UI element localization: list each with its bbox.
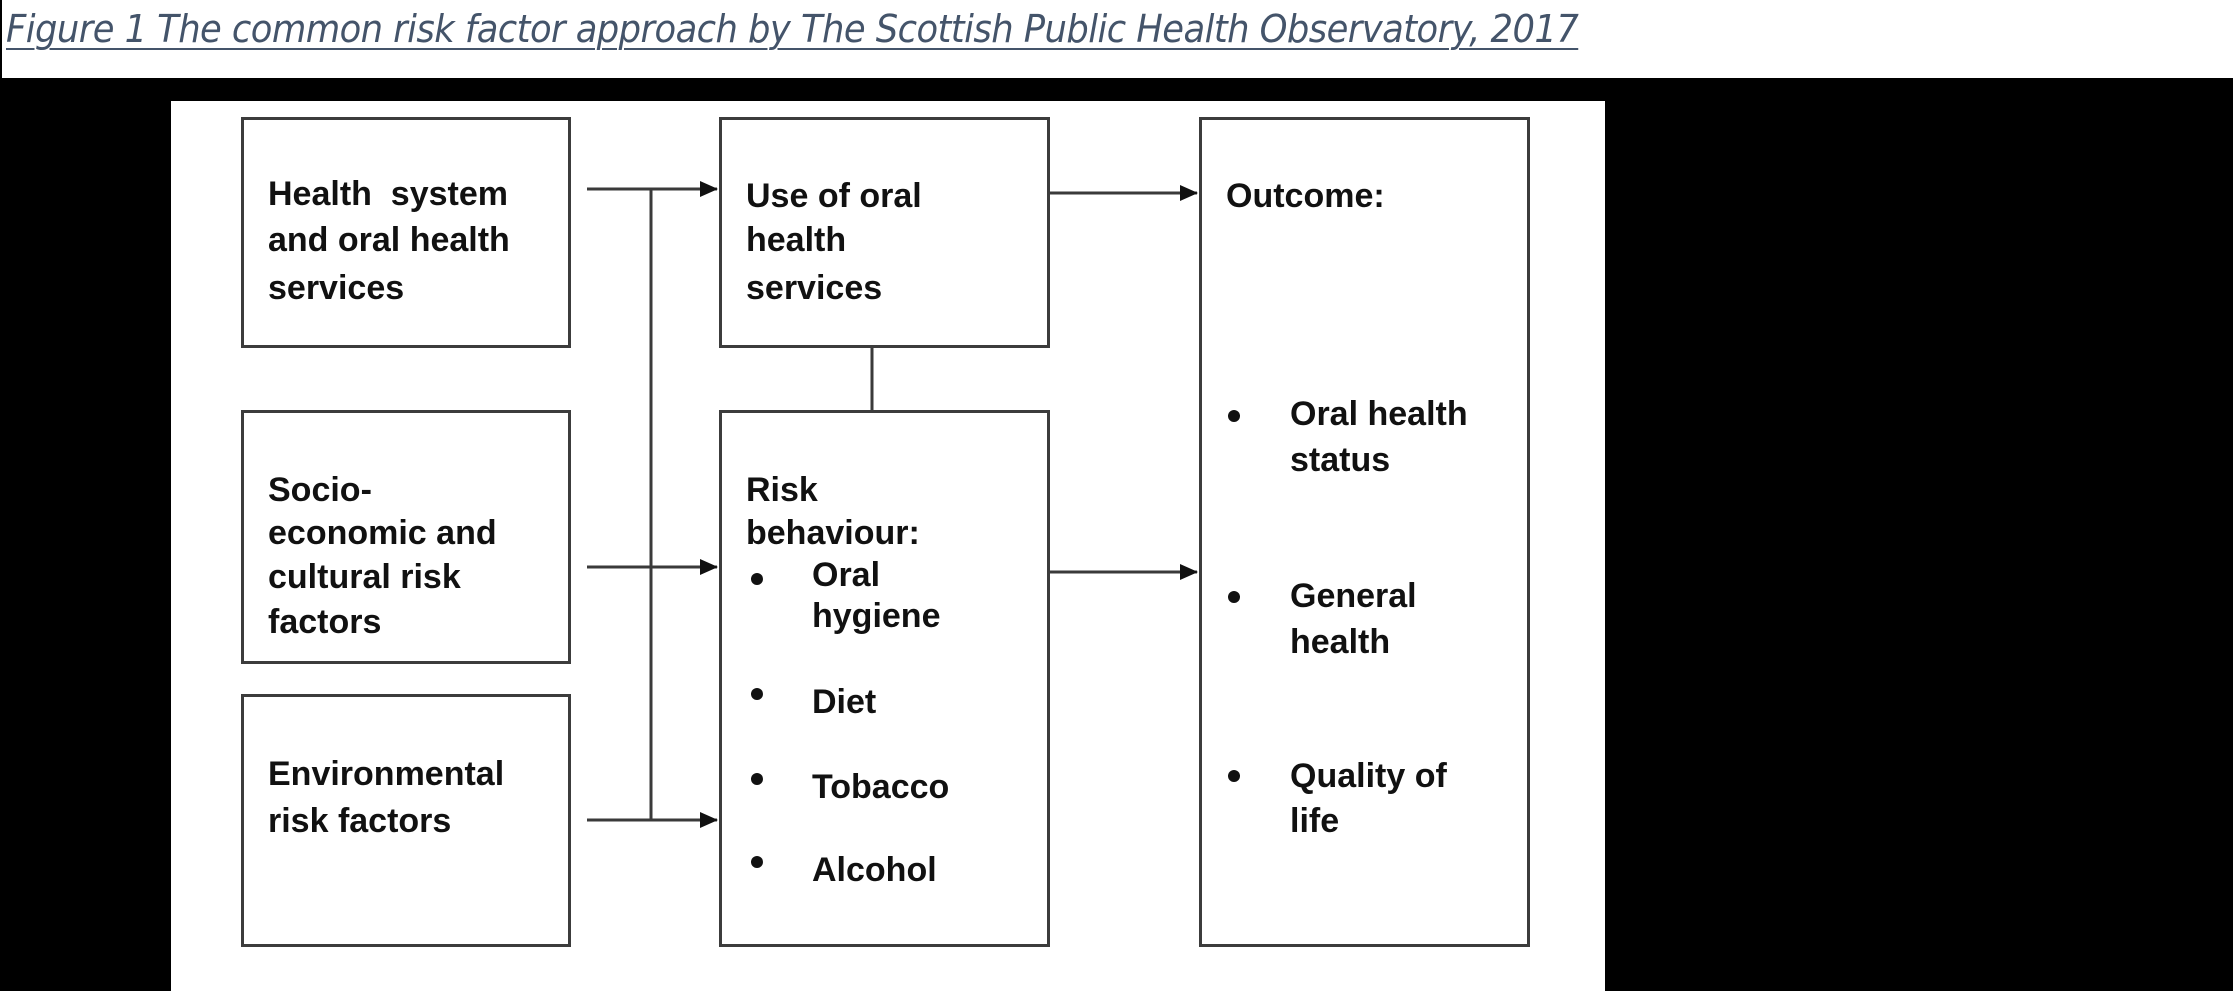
figure-caption: Figure 1 The common risk factor approach… [6, 7, 1579, 51]
health-system-line-1: Health system [268, 175, 508, 213]
bullet-icon [751, 856, 763, 868]
bullet-icon [1228, 770, 1240, 782]
use-line-3: services [746, 269, 883, 307]
risk-item-tobacco: Tobacco [812, 768, 950, 806]
caption-bar: Figure 1 The common risk factor approach… [0, 0, 2233, 78]
outcome-title: Outcome: [1226, 177, 1385, 215]
bullet-icon [751, 773, 763, 785]
socio-line-1: Socio- [268, 471, 372, 509]
box-risk-behaviour [719, 410, 1050, 947]
use-line-1: Use of oral [746, 177, 922, 215]
outcome-item-general-1: General [1290, 577, 1417, 615]
risk-item-oral-hygiene-2: hygiene [812, 597, 941, 635]
socio-line-2: economic and [268, 514, 497, 552]
box-health-system [241, 117, 571, 348]
risk-item-diet: Diet [812, 683, 877, 721]
outcome-item-quality-2: life [1290, 802, 1340, 840]
outcome-item-oral-health-1: Oral health [1290, 395, 1468, 433]
box-use-of-services [719, 117, 1050, 348]
box-socio-economic [241, 410, 571, 664]
outcome-item-quality-1: Quality of [1290, 757, 1447, 795]
bullet-icon [1228, 591, 1240, 603]
outcome-item-oral-health-2: status [1290, 441, 1391, 479]
bullet-icon [751, 573, 763, 585]
risk-item-oral-hygiene-1: Oral [812, 556, 881, 594]
risk-title-line-2: behaviour: [746, 514, 920, 552]
risk-item-alcohol: Alcohol [812, 851, 937, 889]
diagram-figure: Health system and oral health services S… [171, 101, 1605, 991]
bullet-icon [751, 688, 763, 700]
health-system-line-2: and oral health [268, 221, 510, 259]
connector-lines [587, 181, 1198, 828]
socio-line-4: factors [268, 603, 382, 641]
health-system-line-3: services [268, 269, 405, 307]
box-environmental [241, 694, 571, 947]
socio-line-3: cultural risk [268, 558, 461, 596]
environmental-line-1: Environmental [268, 755, 505, 793]
risk-title-line-1: Risk [746, 471, 818, 509]
outcome-item-general-2: health [1290, 623, 1391, 661]
use-line-2: health [746, 221, 847, 259]
bullet-icon [1228, 410, 1240, 422]
box-outcome [1199, 117, 1530, 947]
environmental-line-2: risk factors [268, 802, 452, 840]
